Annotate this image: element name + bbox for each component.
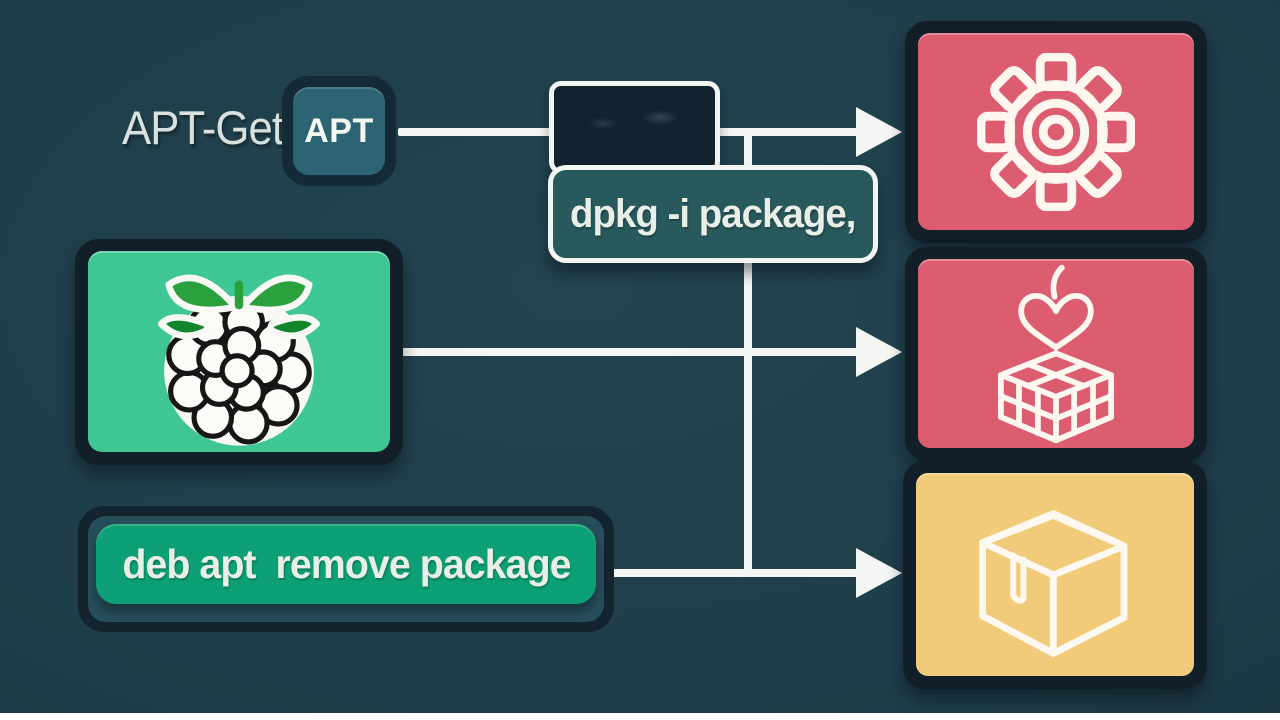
gear-box — [905, 21, 1207, 243]
package-box-icon — [957, 489, 1153, 661]
source-label: APT-Get — [122, 101, 284, 154]
cherry-cube-icon — [980, 259, 1132, 449]
cherry-cube-box — [905, 247, 1207, 461]
connector-bottom-line — [592, 569, 860, 577]
command-remove-label: deb apt remove package — [121, 540, 571, 587]
command-remove-container: deb apt remove package — [78, 506, 614, 632]
cherry-cube-box-face — [918, 259, 1194, 448]
package-box-face — [916, 473, 1194, 676]
command-install-label: dpkg -i package, — [570, 191, 856, 236]
apt-badge: APT — [282, 76, 396, 186]
gear-box-face — [918, 33, 1194, 230]
arrowhead-middle — [856, 327, 902, 377]
apt-badge-face: APT — [293, 87, 385, 175]
gear-icon — [977, 52, 1135, 211]
apt-badge-label: APT — [304, 111, 374, 150]
connector-middle-line — [396, 348, 860, 356]
bottom-strip — [0, 713, 1280, 720]
package-box — [903, 461, 1207, 689]
arrowhead-bottom — [856, 548, 902, 598]
raspberry-box-face — [88, 251, 390, 452]
raspberry-box — [75, 239, 403, 465]
command-pill-remove: deb apt remove package — [96, 524, 596, 604]
command-pill-install: dpkg -i package, — [548, 165, 878, 263]
arrowhead-top — [856, 107, 902, 157]
mystery-dark-box — [549, 81, 720, 174]
raspberry-icon — [140, 249, 338, 455]
